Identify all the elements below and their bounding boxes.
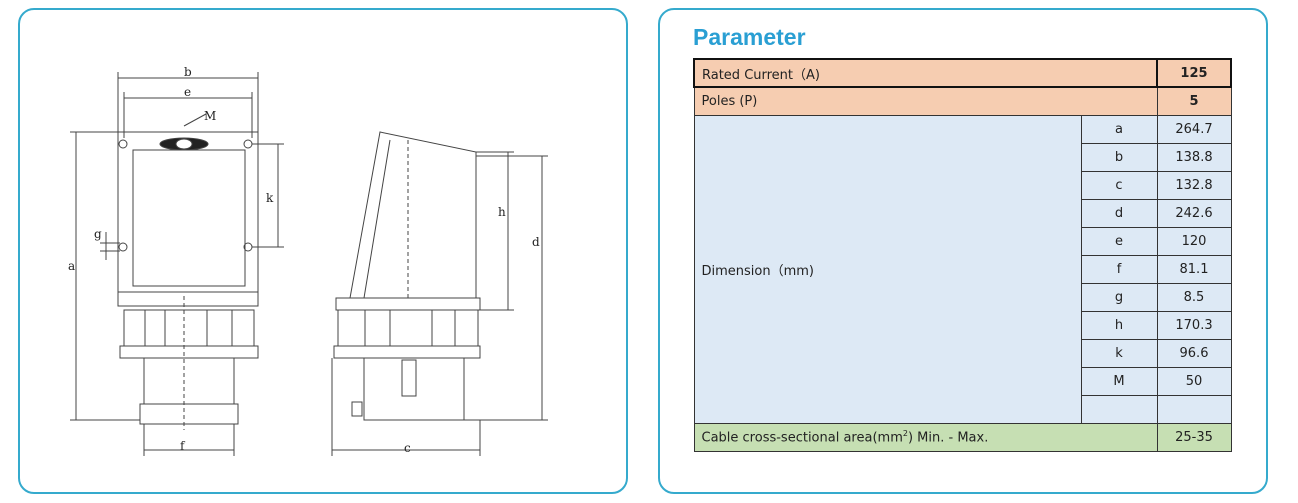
dim-label-c: c [404, 441, 411, 455]
side-plug-body [363, 357, 465, 421]
rated-current-value: 125 [1156, 58, 1232, 88]
dimension-key: d [1080, 198, 1158, 228]
parameter-title: Parameter [693, 24, 806, 50]
dim-label-e: e [184, 85, 191, 99]
dim-label-h: h [498, 205, 506, 219]
dimension-key: k [1080, 338, 1158, 368]
cable-label: Cable cross-sectional area(mm2) Min. - M… [693, 422, 1158, 452]
dimension-value: 50 [1156, 366, 1232, 396]
dimension-key: f [1080, 254, 1158, 284]
side-coupling-ring [337, 309, 479, 347]
dimension-value: 8.5 [1156, 282, 1232, 312]
poles-label: Poles (P) [693, 86, 1158, 116]
mount-hole [118, 242, 128, 252]
dimension-key: b [1080, 142, 1158, 172]
dimension-value: 138.8 [1156, 142, 1232, 172]
dimension-key: M [1080, 366, 1158, 396]
dimension-key: g [1080, 282, 1158, 312]
dimension-value [1156, 394, 1232, 424]
front-housing [117, 131, 259, 307]
dim-label-d: d [532, 235, 540, 249]
parameter-table: Rated Current（A) 125 Poles (P) 5 Dimensi… [693, 58, 1232, 452]
drawing-panel: b e M a g k f c h d [18, 8, 628, 494]
technical-drawing: b e M a g k f c h d [68, 65, 548, 456]
dimension-value: 96.6 [1156, 338, 1232, 368]
front-coupling-ring [123, 309, 255, 347]
poles-value: 5 [1156, 86, 1232, 116]
mount-hole [118, 139, 128, 149]
dimension-value: 170.3 [1156, 310, 1232, 340]
dimension-key [1080, 394, 1158, 424]
side-housing [349, 131, 477, 299]
dim-label-f: f [180, 439, 186, 453]
dimension-value: 132.8 [1156, 170, 1232, 200]
dimension-key: c [1080, 170, 1158, 200]
dim-label-a: a [68, 259, 75, 273]
dimension-key: h [1080, 310, 1158, 340]
dimension-value: 81.1 [1156, 254, 1232, 284]
dimension-key: e [1080, 226, 1158, 256]
dimension-label: Dimension（mm) [693, 114, 1082, 424]
poles-row: Poles (P) 5 [693, 86, 1232, 116]
rated-current-row: Rated Current（A) 125 [693, 58, 1232, 88]
dimension-value: 264.7 [1156, 114, 1232, 144]
front-inner-face [132, 149, 246, 287]
dim-label-g: g [94, 227, 102, 241]
dimension-value: 120 [1156, 226, 1232, 256]
dimension-key: a [1080, 114, 1158, 144]
dim-label-k: k [266, 191, 274, 205]
dim-label-M: M [204, 109, 216, 123]
mount-hole [243, 139, 253, 149]
cable-value: 25-35 [1156, 422, 1232, 452]
cable-row: Cable cross-sectional area(mm2) Min. - M… [693, 422, 1232, 452]
dim-label-b: b [184, 65, 192, 79]
rated-current-label: Rated Current（A) [693, 58, 1158, 88]
front-plug-body [143, 357, 235, 405]
parameter-panel: Parameter Rated Current（A) 125 Poles (P)… [658, 8, 1268, 494]
dimension-value: 242.6 [1156, 198, 1232, 228]
dimension-row [694, 394, 1232, 424]
